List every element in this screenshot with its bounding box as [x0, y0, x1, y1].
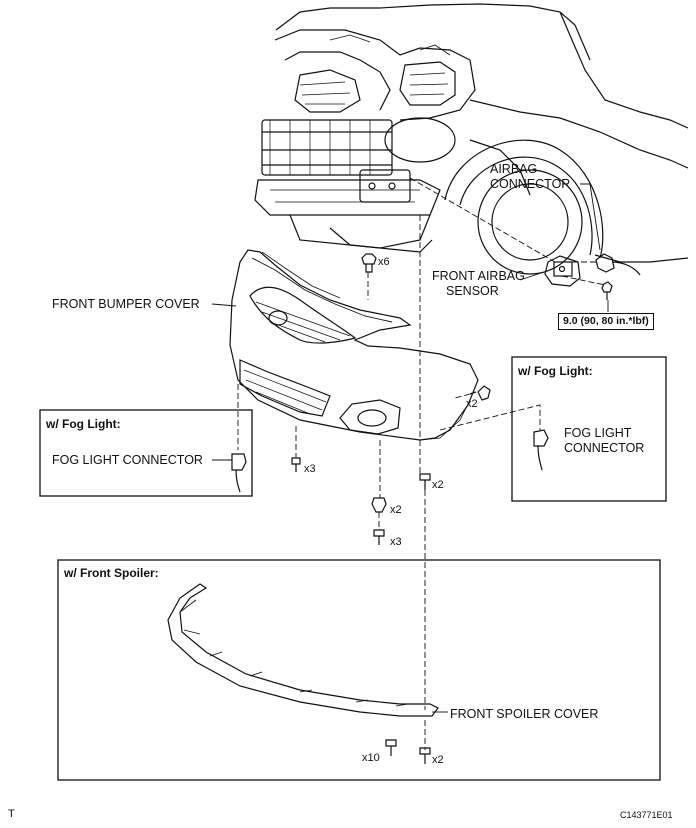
- fog-light-box-right: [511, 356, 667, 502]
- quantity-clip-center: x2: [390, 504, 402, 516]
- footer-mark: T: [8, 808, 15, 820]
- quantity-screw-left: x3: [304, 463, 316, 475]
- quantity-spoiler-screws: x2: [432, 754, 444, 766]
- vehicle-front-end: [254, 3, 689, 275]
- front-spoiler-cover-label: FRONT SPOILER COVER: [450, 707, 599, 721]
- quantity-screw-right: x2: [432, 479, 444, 491]
- alignment-lines: [237, 177, 606, 750]
- fog-light-box-left: [39, 409, 253, 497]
- quantity-spoiler-clips: x10: [362, 752, 380, 764]
- front-airbag-sensor-label-line1: FRONT AIRBAG: [432, 269, 525, 283]
- fog-light-connector-left-label: FOG LIGHT CONNECTOR: [52, 453, 203, 467]
- leader-lines: [211, 183, 609, 461]
- fog-light-connector-right-label-line2: CONNECTOR: [564, 441, 645, 455]
- front-bumper-cover-label: FRONT BUMPER COVER: [52, 297, 200, 311]
- fog-light-right-title: w/ Fog Light:: [518, 364, 593, 378]
- front-spoiler-title: w/ Front Spoiler:: [64, 566, 159, 580]
- front-spoiler-box: [57, 559, 661, 781]
- airbag-connector-label-line2: CONNECTOR: [490, 177, 571, 191]
- fog-light-left-title: w/ Fog Light:: [46, 417, 121, 431]
- fog-light-connector-right-label-line1: FOG LIGHT: [564, 426, 632, 440]
- fasteners: [291, 253, 491, 545]
- airbag-connector-label-line1: AIRBAG: [490, 162, 538, 176]
- figure-id: C143771E01: [620, 810, 673, 820]
- torque-spec: 9.0 (90, 80 in.*lbf): [558, 313, 654, 330]
- airbag-sensor-drawing: [544, 253, 641, 300]
- front-bumper-cover-drawing: [229, 249, 479, 441]
- quantity-bolt-side: x2: [466, 398, 478, 410]
- front-airbag-sensor-label-line2: SENSOR: [446, 284, 499, 298]
- quantity-clip-top: x6: [378, 256, 390, 268]
- quantity-screw-center: x3: [390, 536, 402, 548]
